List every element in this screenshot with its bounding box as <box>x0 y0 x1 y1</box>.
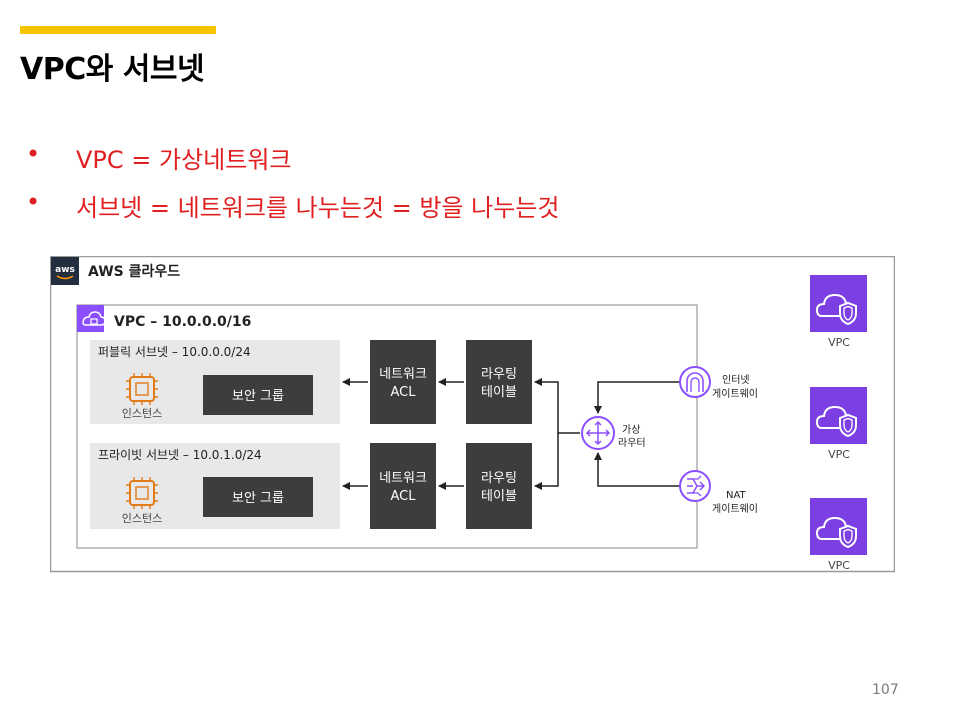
private-security-group <box>203 477 313 517</box>
public-acl-box <box>370 340 436 424</box>
nat-gateway-icon <box>679 470 711 502</box>
nat-gateway-label: NAT <box>726 490 747 501</box>
slide-title: VPC와 서브넷 <box>20 52 205 87</box>
vpc-icon <box>810 387 867 444</box>
private-route-table-box <box>466 443 532 529</box>
vpc-icon <box>810 498 867 555</box>
vpc-icon-label: VPC <box>828 559 850 572</box>
vpc-badge-icon <box>77 305 106 332</box>
title-accent-bar <box>20 26 216 34</box>
public-security-group <box>203 375 313 415</box>
private-instance-label: 인스턴스 <box>122 512 162 525</box>
router-label: 라우터 <box>618 437 646 449</box>
public-route-table-label: 테이블 <box>481 385 517 400</box>
bullet-marker: • <box>26 140 41 168</box>
arrow-nat-to-router <box>594 452 680 487</box>
nat-gateway-label: 게이트웨이 <box>712 503 758 515</box>
private-acl-label: 네트워크 <box>379 471 427 486</box>
arrow-igw-to-router <box>594 381 680 414</box>
bullet-marker: • <box>26 188 41 216</box>
internet-gateway-icon <box>679 366 711 398</box>
aws-cloud-label: AWS 클라우드 <box>88 264 180 280</box>
vpc-icon-label: VPC <box>828 448 850 461</box>
private-route-table-label: 라우팅 <box>481 471 517 486</box>
public-acl-label: 네트워크 <box>379 367 427 382</box>
vpc-architecture-diagram: aws AWS 클라우드 VPC – 10.0.0.0/16 퍼블릭 서브넷 –… <box>50 256 895 573</box>
private-route-table-label: 테이블 <box>481 489 517 504</box>
vpc-icon <box>810 275 867 332</box>
router-label: 가상 <box>622 424 640 436</box>
arrow-router-to-private-route-table <box>534 433 559 490</box>
vpc-icon-label: VPC <box>828 336 850 349</box>
page-number: 107 <box>872 682 899 698</box>
arrow-router-to-public-route-table <box>534 378 580 434</box>
bullet-text: 서브넷 = 네트워크를 나누는것 = 방을 나누는것 <box>76 194 560 222</box>
private-security-group-label: 보안 그룹 <box>232 491 284 506</box>
private-instance-chip-icon <box>126 477 158 509</box>
public-instance-chip-icon <box>126 373 158 405</box>
bullet-text: VPC = 가상네트워크 <box>76 146 292 174</box>
internet-gateway-label: 게이트웨이 <box>712 388 758 400</box>
svg-text:aws: aws <box>55 265 75 275</box>
public-instance-label: 인스턴스 <box>122 407 162 420</box>
public-acl-label: ACL <box>391 385 417 400</box>
public-route-table-label: 라우팅 <box>481 367 517 382</box>
aws-logo: aws <box>51 257 79 285</box>
router-icon <box>581 416 615 450</box>
private-acl-box <box>370 443 436 529</box>
vpc-label: VPC – 10.0.0.0/16 <box>114 314 251 330</box>
private-subnet-label: 프라이빗 서브넷 – 10.0.1.0/24 <box>98 448 262 462</box>
public-route-table-box <box>466 340 532 424</box>
internet-gateway-label: 인터넷 <box>722 374 750 386</box>
private-acl-label: ACL <box>391 489 417 504</box>
public-security-group-label: 보안 그룹 <box>232 389 284 404</box>
public-subnet-label: 퍼블릭 서브넷 – 10.0.0.0/24 <box>98 345 251 359</box>
